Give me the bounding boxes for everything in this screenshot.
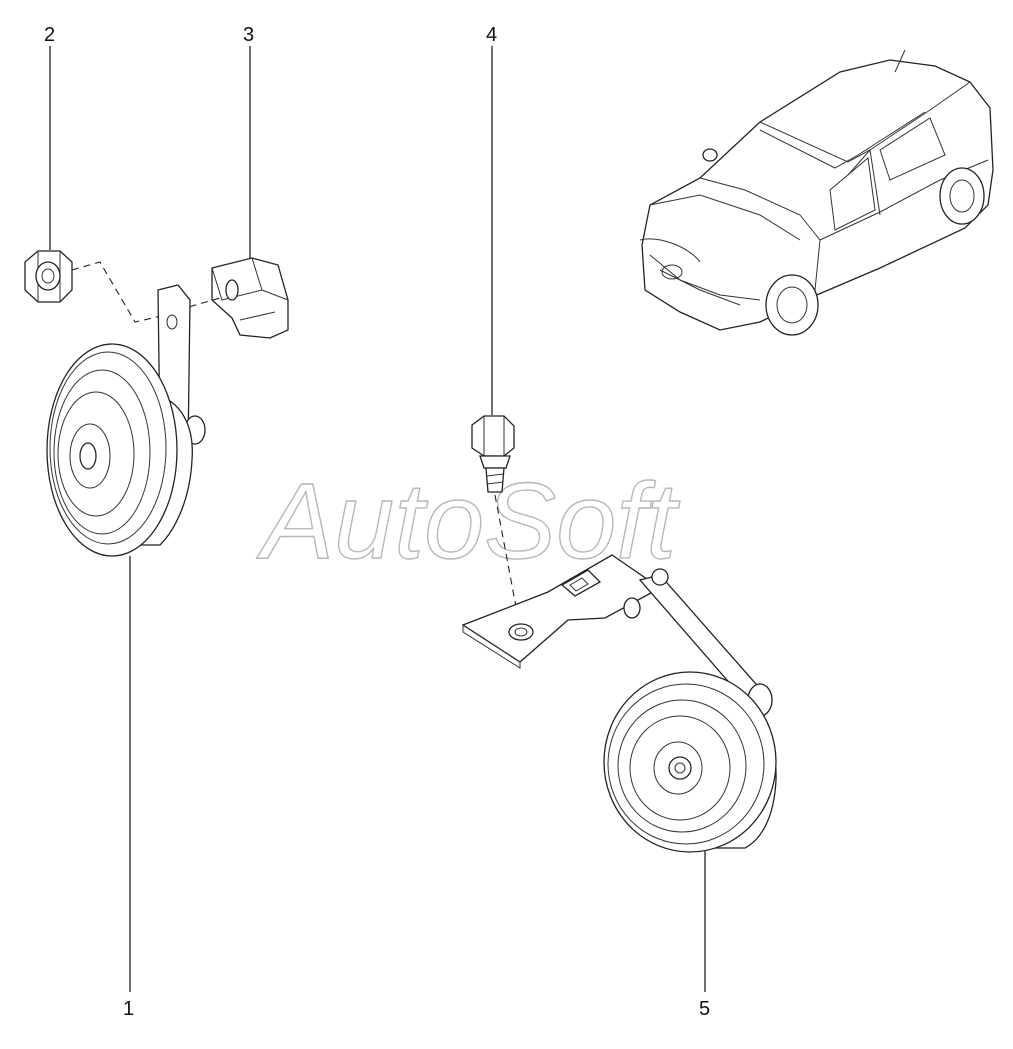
horn-part-5 bbox=[461, 554, 777, 853]
callout-label-2: 2 bbox=[44, 24, 55, 46]
callout-label-1: 1 bbox=[123, 998, 134, 1020]
assembly-dash-nut bbox=[71, 261, 171, 323]
clip-part-3 bbox=[211, 257, 289, 339]
assembly-dash-clip bbox=[177, 297, 221, 311]
callout-label-3: 3 bbox=[243, 24, 254, 46]
nut-part-2 bbox=[24, 250, 73, 303]
callout-label-5: 5 bbox=[699, 998, 710, 1020]
horn-part-1 bbox=[46, 284, 206, 557]
callout-label-4: 4 bbox=[486, 24, 497, 46]
bolt-part-4 bbox=[471, 415, 515, 493]
vehicle-location-illustration bbox=[639, 49, 994, 336]
